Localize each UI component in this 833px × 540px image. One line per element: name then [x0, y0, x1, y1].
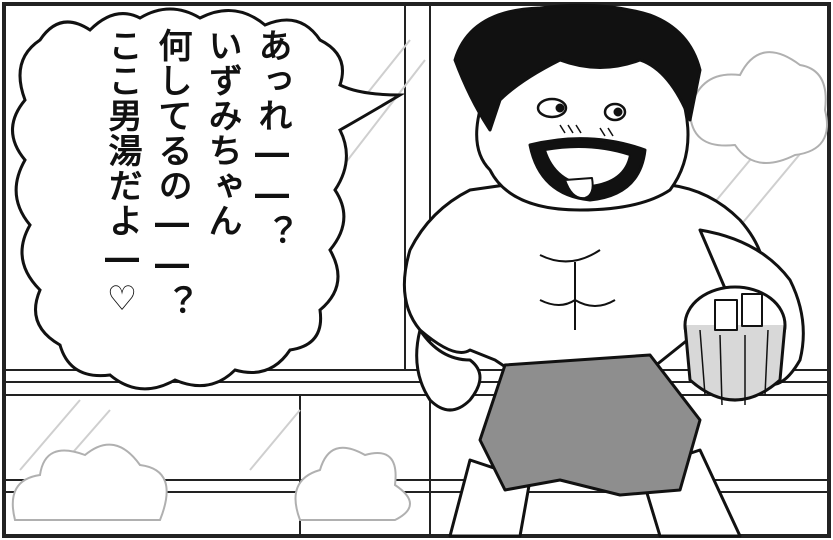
speech-text: あっれ――？ いずみちゃん 何してるの――？ ここ男湯だよ―♡: [92, 28, 302, 358]
steam-clouds: [11, 51, 828, 521]
wash-bucket: [683, 285, 787, 406]
speech-bubble-shape: [11, 7, 406, 391]
speech-line-3: 何してるの――？: [152, 28, 192, 320]
boy-character: [402, 3, 805, 538]
speech-line-4: ここ男湯だよ―♡: [102, 28, 142, 320]
speech-line-2: いずみちゃん: [202, 28, 242, 238]
speech-line-1: あっれ――？: [252, 28, 292, 250]
